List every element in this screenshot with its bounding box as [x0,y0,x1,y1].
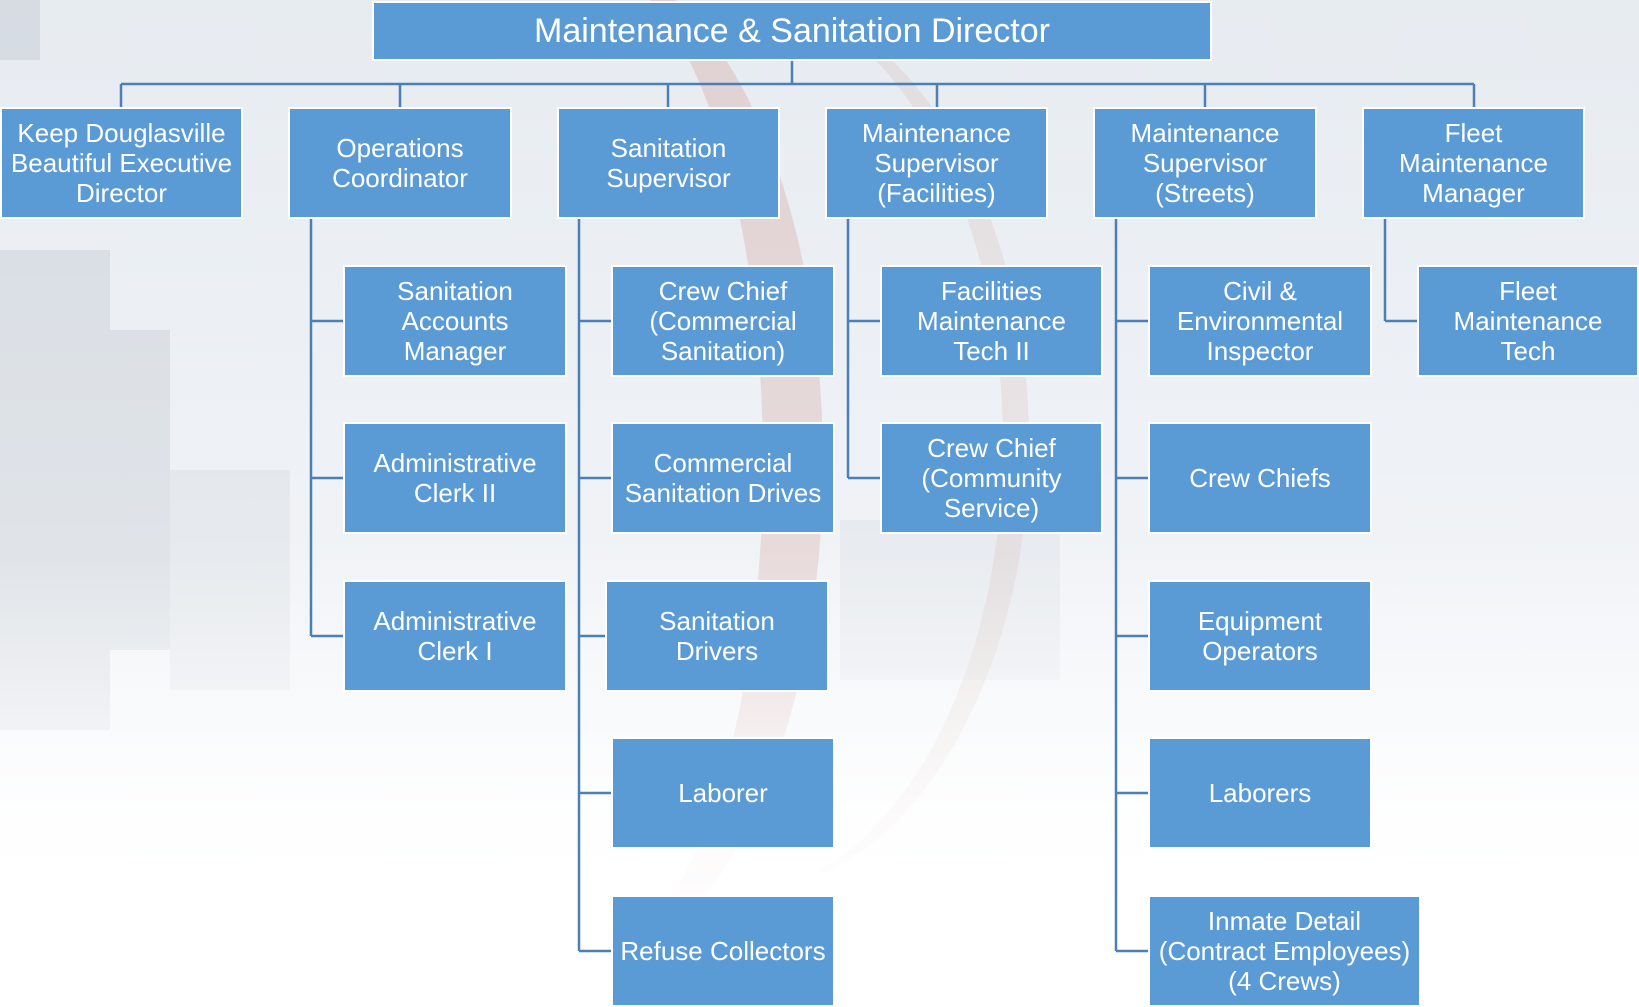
commercial-sanitation-drives-box: Commercial Sanitation Drives [611,422,835,534]
crew-chief-community-service-box: Crew Chief (Community Service) [880,422,1103,534]
director-box: Maintenance & Sanitation Director [372,1,1212,61]
laborer-box: Laborer [611,737,835,849]
facilities-maintenance-tech-ii-box: Facilities Maintenance Tech II [880,265,1103,377]
crew-chief-commercial-sanitation-box: Crew Chief (Commercial Sanitation) [611,265,835,377]
maintenance-supervisor-facilities-box: Maintenance Supervisor (Facilities) [825,107,1048,219]
refuse-collectors-box: Refuse Collectors [611,895,835,1007]
operations-coordinator-box: Operations Coordinator [288,107,512,219]
sanitation-drivers-box: Sanitation Drivers [605,580,829,692]
administrative-clerk-ii-box: Administrative Clerk II [343,422,567,534]
fleet-maintenance-manager-box: Fleet Maintenance Manager [1362,107,1585,219]
keep-douglasville-director-box: Keep Douglasville Beautiful Executive Di… [0,107,243,219]
maintenance-supervisor-streets-box: Maintenance Supervisor (Streets) [1093,107,1317,219]
crew-chiefs-box: Crew Chiefs [1148,422,1372,534]
fleet-maintenance-tech-box: Fleet Maintenance Tech [1417,265,1639,377]
sanitation-accounts-manager-box: Sanitation Accounts Manager [343,265,567,377]
inmate-detail-box: Inmate Detail (Contract Employees) (4 Cr… [1148,895,1421,1007]
administrative-clerk-i-box: Administrative Clerk I [343,580,567,692]
sanitation-supervisor-box: Sanitation Supervisor [557,107,780,219]
laborers-box: Laborers [1148,737,1372,849]
equipment-operators-box: Equipment Operators [1148,580,1372,692]
civil-environmental-inspector-box: Civil & Environmental Inspector [1148,265,1372,377]
